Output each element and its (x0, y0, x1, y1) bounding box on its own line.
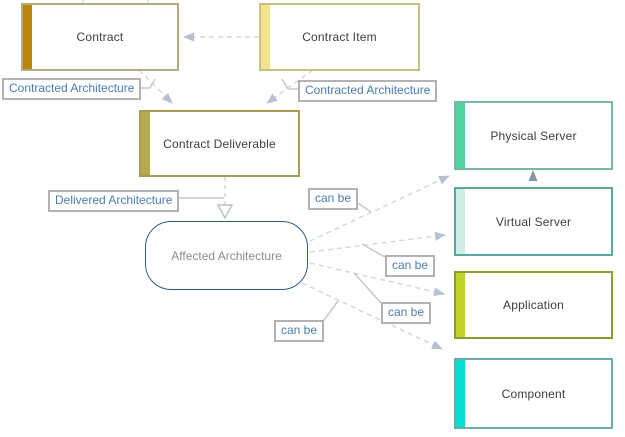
entity-color-stripe (261, 5, 270, 69)
entity-color-stripe (141, 112, 150, 175)
edge-label-can-be[interactable]: can be (274, 320, 325, 342)
edge-label-contracted-architecture[interactable]: Contracted Architecture (2, 78, 142, 100)
entity-affected-architecture[interactable]: Affected Architecture (145, 221, 308, 290)
edge-label-can-be[interactable]: can be (381, 302, 432, 324)
entity-application[interactable]: Application (454, 271, 613, 339)
edge-affected-to-application (309, 262, 445, 297)
entity-color-stripe (456, 360, 465, 427)
edge-label-can-be[interactable]: can be (385, 255, 436, 277)
label-line-canbe-3 (353, 272, 382, 304)
edge-label-contracted-architecture[interactable]: Contracted Architecture (298, 80, 438, 102)
entity-label: Contract (76, 30, 124, 44)
label-line-contracted-1 (140, 78, 156, 89)
entity-contract-item[interactable]: Contract Item (259, 3, 420, 71)
entity-label: Contract Item (302, 30, 377, 44)
edge-affected-to-physical-server (309, 175, 450, 242)
edge-label-can-be[interactable]: can be (308, 188, 359, 210)
entity-virtual-server[interactable]: Virtual Server (454, 187, 613, 256)
entity-color-stripe (456, 189, 465, 254)
entity-label: Affected Architecture (171, 248, 282, 263)
edge-affected-to-component (301, 282, 443, 350)
up-arrowhead (528, 170, 538, 181)
edge-affected-to-virtual-server (309, 231, 446, 253)
entity-contract-deliverable[interactable]: Contract Deliverable (139, 110, 300, 177)
edge-contract-to-deliverable (138, 69, 173, 104)
entity-label: Virtual Server (495, 214, 572, 229)
entity-label: Contract Deliverable (163, 136, 276, 151)
edge-contract-item-to-deliverable (266, 69, 314, 104)
entity-label: Application (503, 298, 564, 312)
entity-label: Component (501, 386, 566, 401)
entity-component[interactable]: Component (454, 358, 613, 429)
label-line-canbe-2 (361, 243, 386, 258)
entity-color-stripe (456, 273, 465, 337)
label-line-contracted-2 (281, 78, 298, 90)
entity-physical-server[interactable]: Physical Server (454, 101, 613, 170)
entity-color-stripe (456, 103, 465, 168)
entity-label: Physical Server (490, 128, 577, 143)
edge-label-delivered-architecture[interactable]: Delivered Architecture (48, 190, 180, 212)
entity-color-stripe (23, 5, 32, 69)
entity-contract[interactable]: Contract (21, 3, 179, 71)
open-arrowhead-down (216, 204, 234, 220)
